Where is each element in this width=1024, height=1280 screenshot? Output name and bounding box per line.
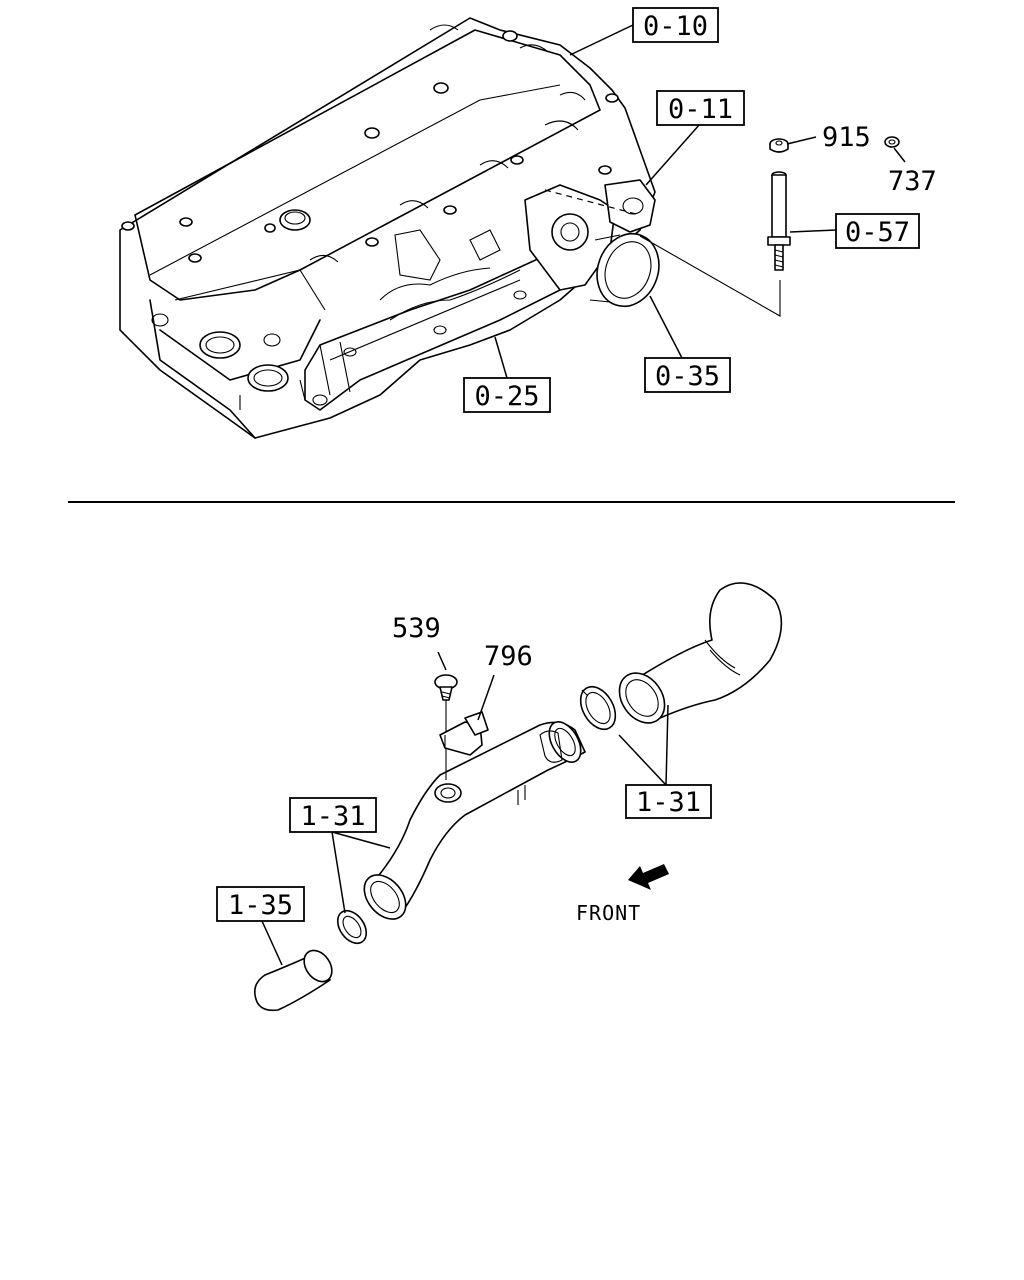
callout-1-35: 1-35: [216, 886, 305, 922]
callout-0-10: 0-10: [632, 7, 719, 43]
part-915: 915: [822, 122, 871, 153]
part-539: 539: [392, 613, 441, 644]
part-737: 737: [888, 166, 937, 197]
callout-1-31-left-text: 1-31: [300, 801, 365, 832]
callout-1-31-right: 1-31: [625, 784, 712, 819]
callout-1-35-text: 1-35: [228, 890, 293, 921]
callout-0-57: 0-57: [835, 213, 920, 249]
callout-0-11-text: 0-11: [668, 94, 733, 125]
washer-915-illustration: [769, 138, 789, 153]
front-label: FRONT: [576, 901, 641, 925]
callout-0-25-text: 0-25: [474, 381, 539, 412]
callout-0-35-text: 0-35: [655, 361, 720, 392]
callout-0-25: 0-25: [463, 377, 551, 413]
part-796: 796: [484, 641, 533, 672]
front-arrow-icon: [628, 864, 669, 890]
callout-0-35: 0-35: [644, 357, 731, 393]
intake-hose-assembly: [254, 582, 783, 1012]
engine-head-illustration: [119, 17, 781, 439]
callout-1-31-left: 1-31: [289, 797, 377, 833]
callout-1-31-right-text: 1-31: [636, 787, 701, 818]
callout-0-11: 0-11: [656, 90, 745, 126]
bolt-0-57-illustration: [767, 171, 791, 271]
washer-737-illustration: [884, 136, 900, 148]
callout-0-57-text: 0-57: [845, 217, 910, 248]
callout-0-10-text: 0-10: [643, 11, 708, 42]
